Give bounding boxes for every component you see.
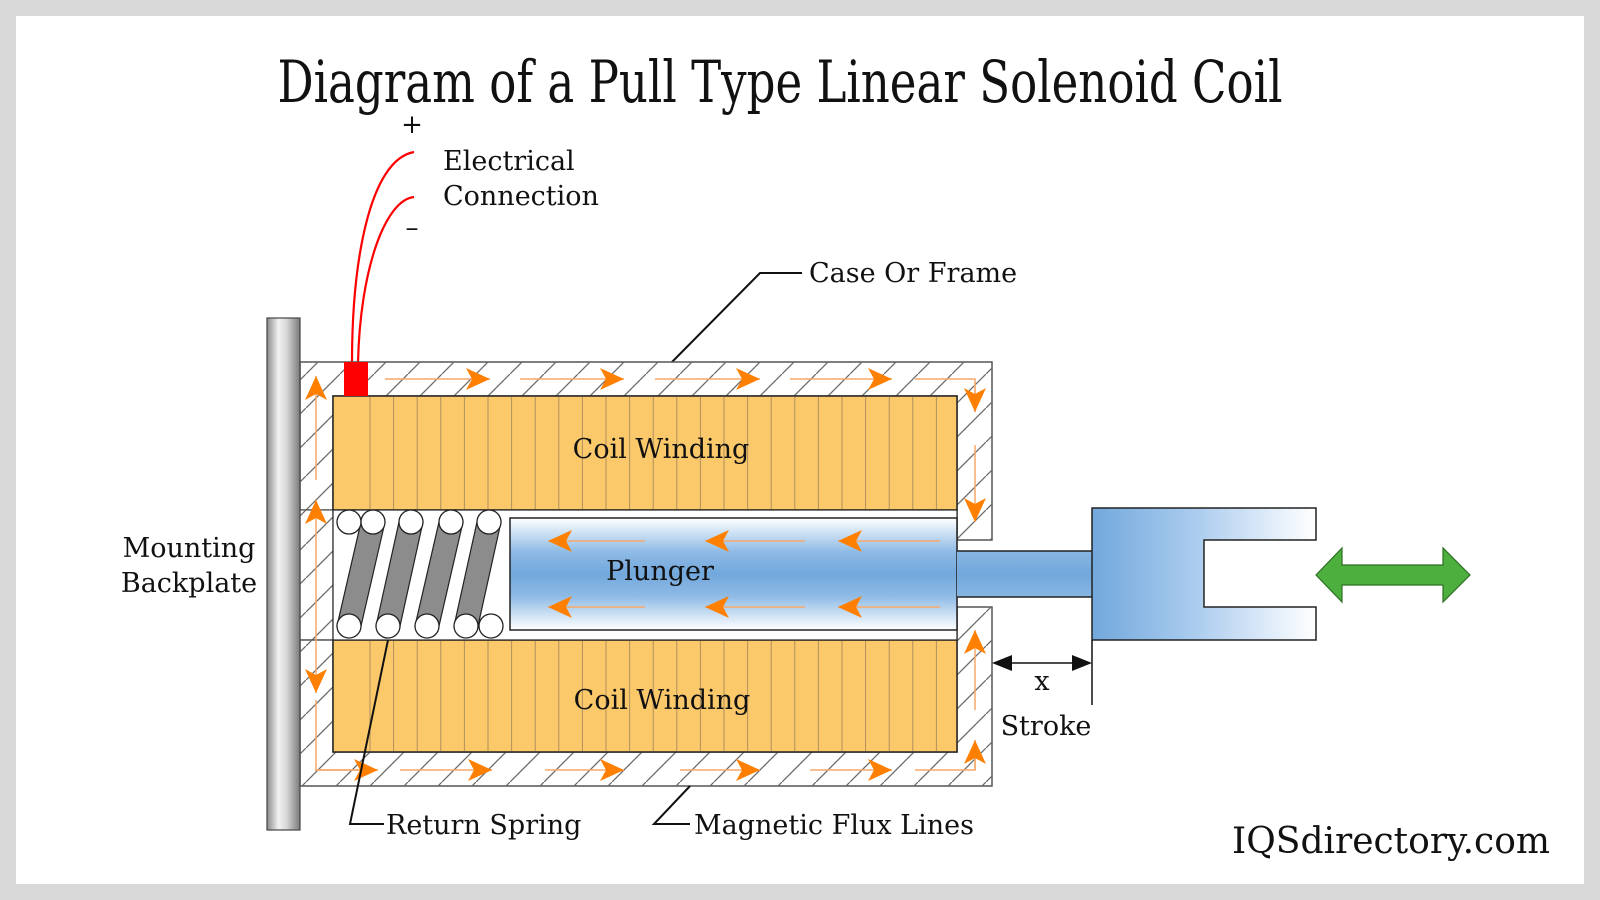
flux-arrow-icon bbox=[548, 530, 572, 552]
mounting-backplate-label-line2: Backplate bbox=[121, 568, 257, 599]
flux-arrow-icon bbox=[548, 596, 572, 618]
coil-winding-bottom-label: Coil Winding bbox=[574, 685, 751, 716]
flux-arrow-icon bbox=[736, 368, 760, 390]
flux-arrow-icon bbox=[964, 388, 986, 412]
flux-arrow-icon bbox=[705, 530, 729, 552]
flux-arrow-icon bbox=[868, 368, 892, 390]
spring-coil-end bbox=[360, 509, 386, 535]
flux-arrow-icon bbox=[600, 368, 624, 390]
double-arrow-icon bbox=[1315, 546, 1471, 604]
flux-arrow-icon bbox=[838, 530, 862, 552]
electrical-connection-label-line2: Connection bbox=[443, 181, 599, 212]
flux-arrow-icon bbox=[600, 759, 624, 781]
return-spring bbox=[336, 509, 504, 639]
flux-arrow-icon bbox=[838, 596, 862, 618]
spring-coil-end bbox=[438, 509, 464, 535]
spring-coil-end bbox=[336, 613, 362, 639]
flux-arrow-icon bbox=[868, 759, 892, 781]
flux-arrow-icon bbox=[964, 498, 986, 522]
return-spring-label: Return Spring bbox=[386, 810, 581, 841]
stroke-dimension bbox=[992, 640, 1093, 705]
coil-winding-top-label: Coil Winding bbox=[573, 434, 750, 465]
stroke-variable-label: x bbox=[1034, 666, 1049, 697]
page-title: Diagram of a Pull Type Linear Solenoid C… bbox=[278, 48, 1283, 116]
spring-coil-end bbox=[336, 509, 362, 535]
coil-winding-top bbox=[332, 395, 958, 511]
spring-coil-end bbox=[478, 613, 504, 639]
case-or-frame-label: Case Or Frame bbox=[809, 258, 1017, 289]
plunger-clevis bbox=[1091, 507, 1317, 641]
magnetic-flux-leader-line bbox=[651, 785, 691, 825]
magnetic-flux-lines-label: Magnetic Flux Lines bbox=[694, 810, 974, 841]
spring-coil-end bbox=[375, 613, 401, 639]
plunger-rod bbox=[957, 551, 1092, 597]
flux-arrow-icon bbox=[736, 759, 760, 781]
stroke-label: Stroke bbox=[1001, 711, 1092, 742]
electrical-connection-wires bbox=[350, 150, 415, 364]
electrical-connection-label-line1: Electrical bbox=[443, 146, 575, 177]
plus-terminal-label: + bbox=[401, 110, 423, 140]
magnetic-flux-arrows bbox=[305, 368, 986, 781]
flux-arrow-icon bbox=[705, 596, 729, 618]
flux-arrow-icon bbox=[305, 500, 327, 524]
flux-arrow-icon bbox=[305, 669, 327, 693]
spring-coil-end bbox=[398, 509, 424, 535]
flux-arrow-icon bbox=[305, 376, 327, 400]
plunger-label: Plunger bbox=[606, 556, 714, 587]
flux-arrow-icon bbox=[466, 368, 490, 390]
flux-arrow-icon bbox=[964, 740, 986, 764]
electrical-terminal bbox=[344, 362, 368, 396]
case-leader-line bbox=[671, 272, 802, 363]
return-spring-leader-line bbox=[348, 639, 389, 825]
spring-coil-end bbox=[453, 613, 479, 639]
plunger bbox=[509, 517, 958, 631]
spring-coil-end bbox=[414, 613, 440, 639]
minus-terminal-label: – bbox=[406, 213, 419, 243]
spring-coil-end bbox=[476, 509, 502, 535]
flux-arrow-icon bbox=[964, 630, 986, 654]
mounting-backplate-label-line1: Mounting bbox=[123, 533, 256, 564]
watermark: IQSdirectory.com bbox=[1232, 821, 1550, 862]
mounting-backplate bbox=[266, 317, 301, 831]
coil-winding-bottom bbox=[332, 639, 958, 753]
flux-arrow-icon bbox=[468, 759, 492, 781]
